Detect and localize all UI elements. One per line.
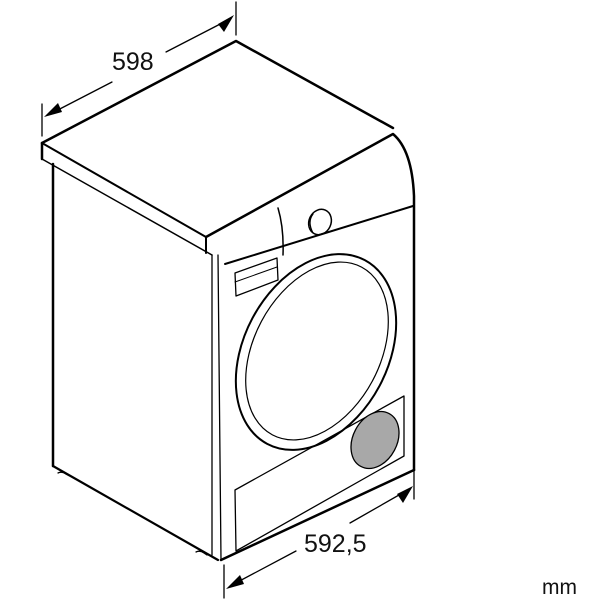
width-dimension-line — [41, 1, 237, 137]
top-lid — [40, 39, 395, 256]
door — [234, 253, 398, 451]
width-label: 598 — [108, 50, 158, 75]
depth-label: 592,5 — [300, 532, 371, 557]
filter-cover — [350, 410, 400, 470]
plinth-panel — [234, 395, 405, 552]
unit-label: mm — [542, 576, 577, 599]
program-knob — [307, 208, 333, 236]
display-window — [234, 257, 279, 297]
depth-dimension-line — [223, 461, 415, 599]
front-panel — [204, 132, 416, 562]
side-panel — [51, 162, 220, 562]
